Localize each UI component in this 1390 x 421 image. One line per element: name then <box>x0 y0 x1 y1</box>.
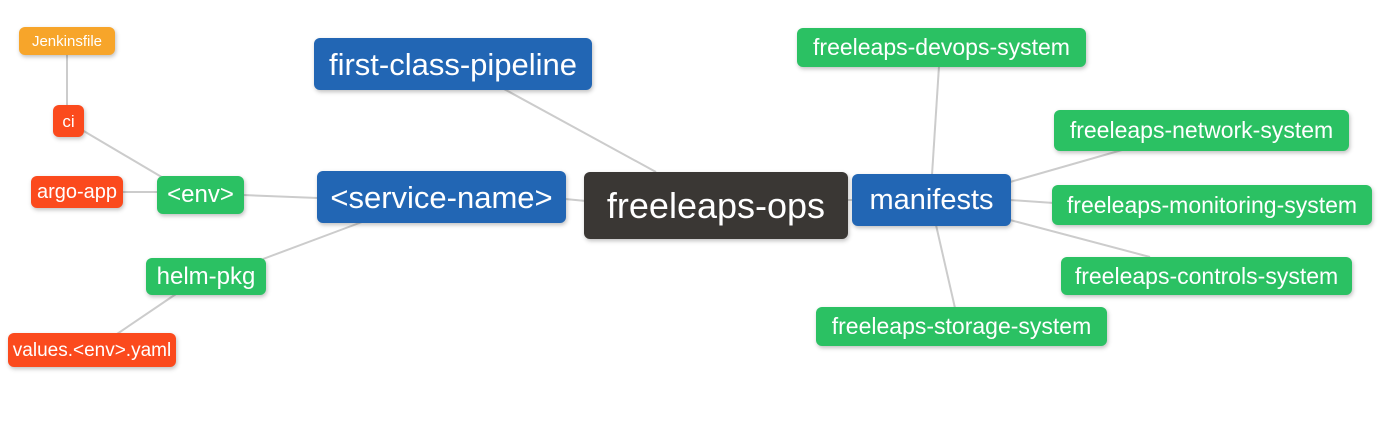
edge-service-root <box>564 198 587 202</box>
node-argo-app[interactable]: argo-app <box>31 176 123 208</box>
edge-manifests-network <box>1009 149 1123 183</box>
node-freeleaps-ops-root[interactable]: freeleaps-ops <box>584 172 848 239</box>
edge-pipeline-root <box>503 88 657 173</box>
node-freeleaps-storage-system[interactable]: freeleaps-storage-system <box>816 307 1107 346</box>
node-freeleaps-monitoring-system[interactable]: freeleaps-monitoring-system <box>1052 185 1372 225</box>
node-jenkinsfile[interactable]: Jenkinsfile <box>19 27 115 55</box>
node-freeleaps-network-system[interactable]: freeleaps-network-system <box>1054 110 1349 151</box>
node-values-env-yaml[interactable]: values.<env>.yaml <box>8 333 176 367</box>
edge-manifests-controls <box>1009 219 1151 258</box>
node-env[interactable]: <env> <box>157 176 244 214</box>
edge-env-service <box>242 194 319 199</box>
node-freeleaps-devops-system[interactable]: freeleaps-devops-system <box>797 28 1086 67</box>
edge-ci-env <box>81 129 166 180</box>
edge-manifests-devops <box>931 65 940 176</box>
node-freeleaps-controls-system[interactable]: freeleaps-controls-system <box>1061 257 1352 295</box>
node-manifests[interactable]: manifests <box>852 174 1011 226</box>
node-ci[interactable]: ci <box>53 105 84 137</box>
edge-manifests-storage <box>935 224 956 309</box>
node-first-class-pipeline[interactable]: first-class-pipeline <box>314 38 592 90</box>
edge-helm-pkg-values-yaml <box>116 293 177 335</box>
node-service-name[interactable]: <service-name> <box>317 171 566 223</box>
edge-manifests-monitoring <box>1009 199 1055 204</box>
node-helm-pkg[interactable]: helm-pkg <box>146 258 266 295</box>
edge-service-helm-pkg <box>262 221 363 260</box>
